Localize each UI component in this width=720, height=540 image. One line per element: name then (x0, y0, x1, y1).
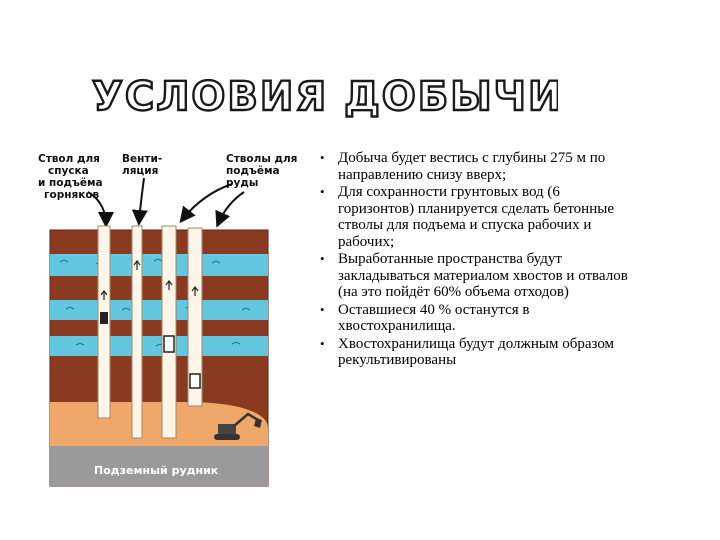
aquifer-3 (50, 336, 268, 356)
bullet-text: Добыча будет вестись с глубины 275 м по … (338, 150, 606, 183)
arrow-ore-shaft-1 (179, 183, 233, 224)
ground-cross-section: Подземный рудник (49, 229, 269, 487)
bullet-icon: • (320, 301, 325, 317)
ventilation-shaft (131, 225, 143, 439)
worker-cage (100, 312, 108, 324)
bullet-text: Для сохранности грунтовых вод (6 горизон… (338, 184, 614, 250)
lift-direction-arrows (100, 260, 199, 300)
label-worker-shaft-line1: Ствол для (38, 153, 100, 165)
page-title: УСЛОВИЯ ДОБЫЧИ РУД (91, 73, 558, 121)
aquifer-2 (50, 300, 268, 320)
bullet-item: • Для сохранности грунтовых вод (6 горизо… (316, 184, 634, 250)
bullet-icon: • (320, 335, 325, 351)
label-underground-mine: Подземный рудник (94, 464, 219, 477)
bullet-text: Хвостохранилища будут должным образом ре… (338, 335, 615, 369)
ore-shaft-1 (161, 225, 177, 439)
bullet-list: • Добыча будет вестись с глубины 275 м по… (316, 150, 634, 370)
bullet-item: • Добыча будет вестись с глубины 275 м по… (316, 150, 634, 183)
label-worker-shaft-line2: спуска (48, 165, 89, 177)
label-ore-shafts-line3: руды (226, 177, 258, 189)
bullet-icon: • (320, 251, 325, 266)
excavator-icon (214, 412, 262, 440)
label-ventilation-line2: ляция (122, 165, 158, 177)
bullet-item: • Выработанные пространства будут заклады… (316, 251, 634, 301)
ore-skip-2 (189, 373, 201, 389)
aquifer-1 (50, 254, 268, 276)
page-title-text: УСЛОВИЯ ДОБЫЧИ РУД (92, 74, 558, 120)
bullet-icon: • (320, 150, 325, 165)
bullet-text: Выработанные пространства будут закладыв… (338, 251, 628, 300)
ore-skip-1 (163, 335, 175, 353)
shafts (97, 225, 203, 439)
arrow-ventilation (131, 177, 148, 226)
label-ore-shafts-line2: подъёма (226, 165, 280, 177)
bullet-icon: • (320, 184, 325, 199)
bullet-item: • Хвостохранилища будут должным образом р… (316, 336, 634, 369)
bullet-item: • Оставшиеся 40 % останутся в хвостохрани… (316, 302, 634, 335)
mine-diagram: Ствол для спуска и подъёма горняков Вент… (38, 153, 297, 487)
label-worker-shaft-line3: и подъёма (38, 177, 103, 189)
arrow-ore-shaft-2 (215, 191, 245, 228)
mine-floor (50, 446, 268, 486)
bullet-text: Оставшиеся 40 % останутся в хвостохранил… (338, 301, 530, 335)
label-ore-shafts-line1: Стволы для (226, 153, 297, 165)
arrow-worker-shaft (87, 191, 114, 228)
label-worker-shaft-line4: горняков (44, 189, 100, 201)
label-ventilation-line1: Венти- (122, 153, 162, 165)
ore-shaft-2 (187, 227, 203, 407)
